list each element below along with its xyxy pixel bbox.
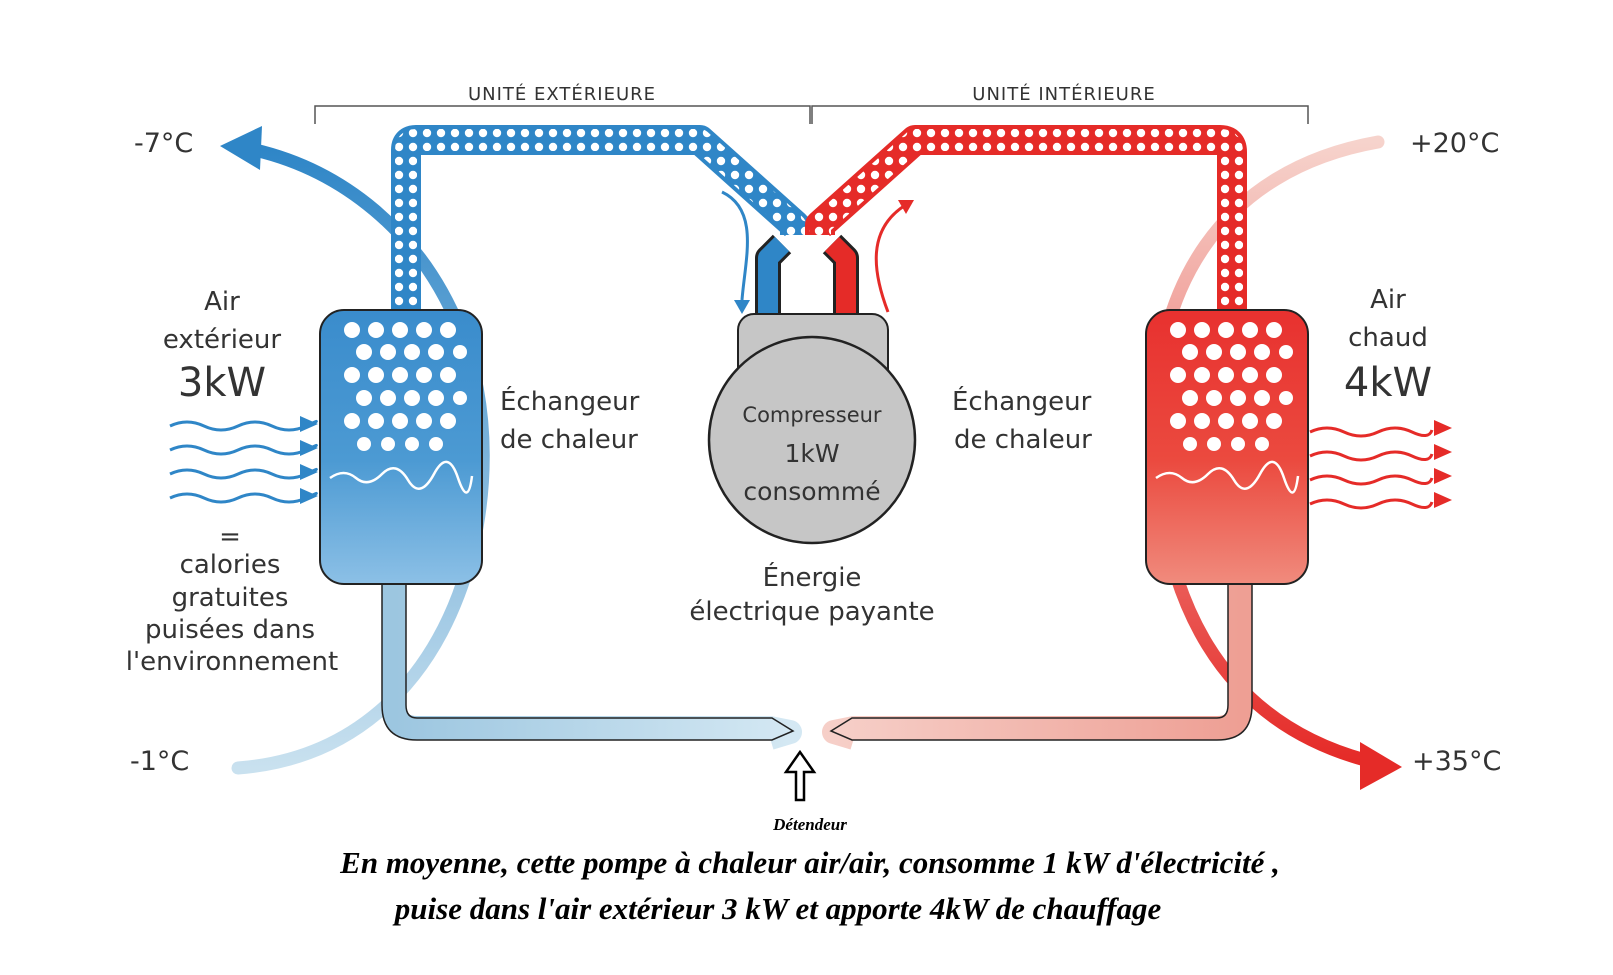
flow-arrow-red <box>874 200 914 313</box>
right-air-waves <box>1309 426 1434 510</box>
label-outdoor-unit: UNITÉ EXTÉRIEURE <box>468 83 656 105</box>
exchanger-left-line1: Échangeur <box>500 385 640 417</box>
left-heat-exchanger <box>319 309 483 585</box>
exchanger-right-line1: Échangeur <box>952 385 1092 417</box>
energy-line2: électrique payante <box>689 597 934 627</box>
pipe-top-red <box>805 125 1247 325</box>
outdoor-air-arrowhead <box>220 126 262 170</box>
caption-line1: En moyenne, cette pompe à chaleur air/ai… <box>339 845 1280 880</box>
expansion-valve-label: Détendeur <box>772 815 847 834</box>
unit-brackets: UNITÉ EXTÉRIEURE UNITÉ INTÉRIEURE <box>314 83 1309 124</box>
compressor: Compresseur 1kW consommé <box>707 313 917 545</box>
right-air-line2: chaud <box>1348 323 1428 353</box>
left-air-desc2: gratuites <box>172 583 289 613</box>
temp-outdoor-out: -7°C <box>134 128 193 159</box>
left-air-desc4: l'environnement <box>126 647 338 677</box>
left-air-desc1: calories <box>180 550 281 580</box>
compressor-consumed: consommé <box>743 477 880 506</box>
temp-outdoor-in: -1°C <box>130 746 189 777</box>
exchanger-left-line2: de chaleur <box>500 425 638 455</box>
bubbles-right <box>1170 322 1293 451</box>
left-air-line1: Air <box>204 287 240 317</box>
left-air-desc3: puisées dans <box>145 615 315 645</box>
left-air-equals: = <box>219 522 241 552</box>
bracket-outdoor <box>314 105 811 124</box>
compressor-name: Compresseur <box>742 403 882 427</box>
pipe-bottom-blue <box>382 575 802 750</box>
pipe-top-blue <box>391 125 810 325</box>
pipe-bottom-red-outline <box>829 575 1253 741</box>
left-air-waves <box>169 419 318 504</box>
flow-arrow-blue <box>721 190 750 314</box>
compressor-connectors <box>755 234 859 325</box>
right-heat-exchanger <box>1145 309 1309 585</box>
bubbles-left <box>344 322 467 451</box>
left-air-power: 3kW <box>178 360 266 406</box>
right-air-power: 4kW <box>1344 360 1432 406</box>
temp-indoor-out: +35°C <box>1412 746 1501 777</box>
pipe-bottom-red <box>822 575 1252 750</box>
left-air-wave-heads <box>300 416 318 504</box>
label-indoor-unit: UNITÉ INTÉRIEURE <box>972 83 1155 105</box>
expansion-valve-arrow <box>783 749 817 802</box>
temp-indoor-in: +20°C <box>1410 128 1499 159</box>
right-air-line1: Air <box>1370 285 1406 315</box>
right-air-wave-heads <box>1434 420 1452 508</box>
pipe-bottom-blue-outline <box>381 575 795 741</box>
indoor-air-arrowhead <box>1360 742 1402 790</box>
compressor-power: 1kW <box>784 439 839 468</box>
bracket-indoor <box>811 105 1309 124</box>
left-air-line2: extérieur <box>163 325 282 355</box>
exchanger-right-line2: de chaleur <box>954 425 1092 455</box>
energy-line1: Énergie <box>763 561 862 593</box>
caption-line2: puise dans l'air extérieur 3 kW et appor… <box>392 891 1162 926</box>
